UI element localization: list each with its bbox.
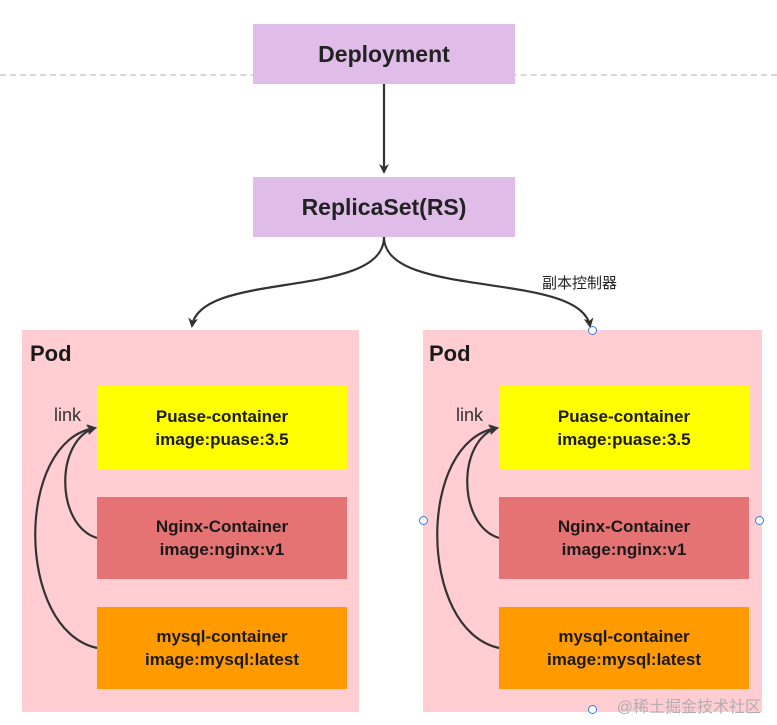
container-image: image:nginx:v1 <box>159 540 285 559</box>
rs-to-right-pod-arrow <box>382 236 594 328</box>
pod-left-label: Pod <box>30 341 72 366</box>
left-mysql-link-arrow <box>34 424 98 650</box>
container-name: Puase-container <box>155 407 289 426</box>
container-image: image:puase:3.5 <box>155 430 289 449</box>
selection-handle-right[interactable] <box>755 516 764 525</box>
right-nginx-link-arrow <box>466 425 500 540</box>
container-image: image:puase:3.5 <box>557 430 691 449</box>
pod-left-nginx-container: Nginx-Container image:nginx:v1 <box>97 497 347 579</box>
container-image: image:nginx:v1 <box>561 540 687 559</box>
container-name: mysql-container <box>156 627 288 646</box>
container-name: mysql-container <box>558 627 690 646</box>
pod-right-nginx-container: Nginx-Container image:nginx:v1 <box>499 497 749 579</box>
pod-right-label: Pod <box>429 341 471 366</box>
pod-right-mysql-container: mysql-container image:mysql:latest <box>499 607 749 689</box>
container-image: image:mysql:latest <box>145 650 299 669</box>
pod-left-mysql-container: mysql-container image:mysql:latest <box>97 607 347 689</box>
selection-handle-left[interactable] <box>419 516 428 525</box>
container-name: Nginx-Container <box>155 517 289 536</box>
rs-to-left-pod-arrow <box>188 236 386 328</box>
watermark: @稀土掘金技术社区 <box>616 699 761 716</box>
selection-handle-top[interactable] <box>588 326 597 335</box>
pod-right-link-label: link <box>456 405 484 425</box>
container-name: Nginx-Container <box>557 517 691 536</box>
replicaset-label: ReplicaSet(RS) <box>301 193 467 220</box>
left-nginx-link-arrow <box>64 425 98 540</box>
controller-note: 副本控制器 <box>542 275 618 292</box>
container-name: Puase-container <box>557 407 691 426</box>
replicaset-box: ReplicaSet(RS) <box>253 177 515 237</box>
selection-handle-bottom[interactable] <box>588 705 597 714</box>
pod-left-pause-container: Puase-container image:puase:3.5 <box>97 386 347 470</box>
container-image: image:mysql:latest <box>547 650 701 669</box>
deployment-box: Deployment <box>253 24 515 84</box>
right-mysql-link-arrow <box>436 424 500 650</box>
deployment-label: Deployment <box>318 40 450 67</box>
pod-right-pause-container: Puase-container image:puase:3.5 <box>499 386 749 470</box>
pod-left-link-label: link <box>54 405 82 425</box>
